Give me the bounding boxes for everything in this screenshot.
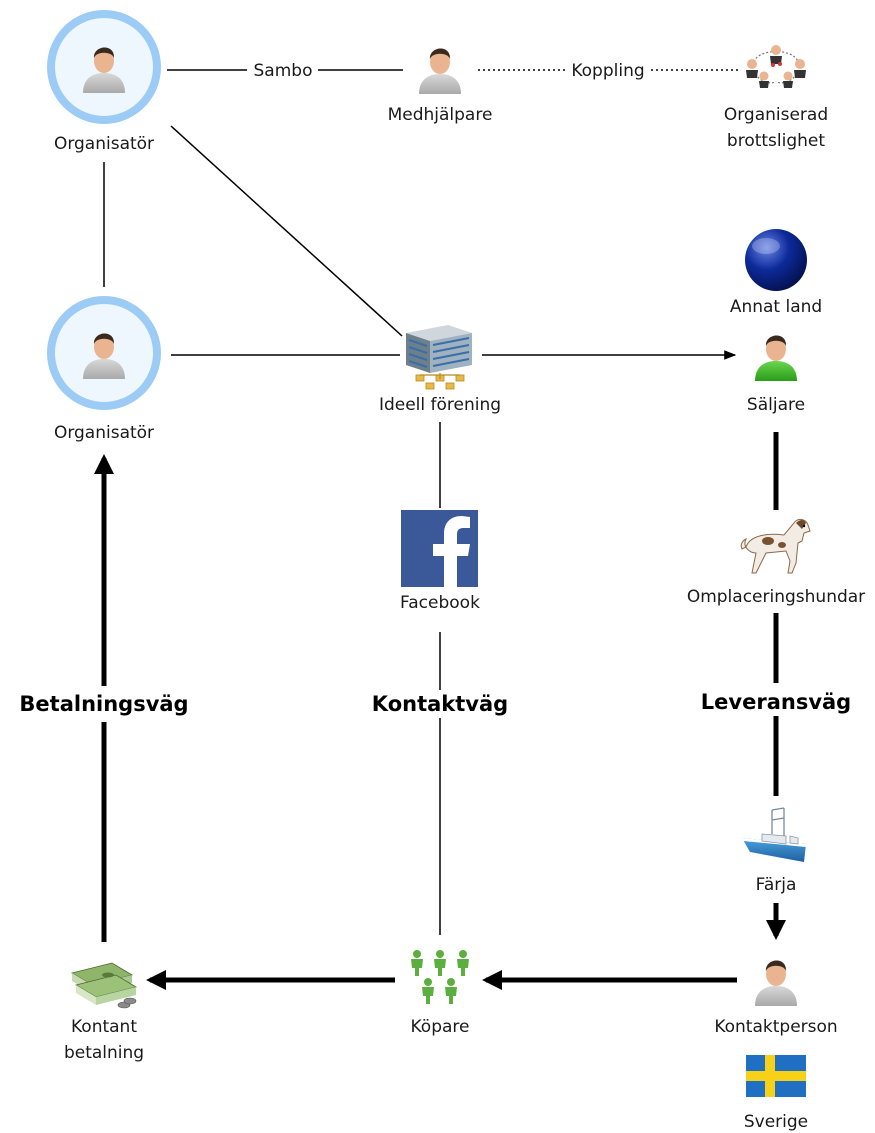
- node-organized-crime[interactable]: Organiserad brottslighet: [724, 45, 828, 151]
- globe-icon: [745, 229, 807, 291]
- path-title-contact: Kontaktväg: [372, 692, 508, 716]
- node-seller[interactable]: Säljare: [747, 335, 805, 415]
- path-title-delivery: Leveransväg: [701, 690, 851, 714]
- node-facebook[interactable]: Facebook: [400, 510, 480, 613]
- person-icon: [755, 335, 797, 381]
- node-organizer-top[interactable]: Organisatör: [47, 10, 161, 154]
- other-country-label: Annat land: [730, 297, 822, 317]
- organized-crime-label-2: brottslighet: [727, 131, 825, 151]
- group-of-people-icon: [411, 950, 469, 1004]
- node-cash-payment[interactable]: Kontant betalning: [64, 962, 144, 1063]
- facebook-f-glyph: [433, 516, 470, 587]
- swedish-flag-icon: [746, 1055, 806, 1097]
- node-organizer-mid[interactable]: Organisatör: [47, 296, 161, 443]
- node-ferry[interactable]: Färja: [742, 807, 806, 895]
- node-accomplice[interactable]: Medhjälpare: [388, 48, 493, 125]
- person-icon: [419, 48, 461, 94]
- path-title-payment: Betalningsväg: [19, 692, 188, 716]
- ferry-label: Färja: [756, 875, 797, 895]
- node-buyers[interactable]: Köpare: [411, 950, 470, 1037]
- edge-label-sambo: Sambo: [254, 61, 313, 81]
- cash-label-1: Kontant: [71, 1017, 137, 1037]
- node-other-country[interactable]: Annat land: [730, 229, 822, 317]
- node-nonprofit[interactable]: Ideell förening: [379, 325, 501, 415]
- node-rehoming-dogs[interactable]: Omplaceringshundar: [687, 518, 865, 607]
- organization-building-icon: [406, 325, 472, 390]
- rehoming-dogs-label: Omplaceringshundar: [687, 587, 865, 607]
- organizer-top-label: Organisatör: [54, 134, 154, 154]
- contact-person-label: Kontaktperson: [714, 1017, 837, 1037]
- person-icon: [755, 960, 797, 1006]
- seller-label: Säljare: [747, 395, 805, 415]
- globe-highlight: [752, 238, 780, 254]
- edge-organizer-nonprofit-diagonal: [170, 125, 403, 337]
- accomplice-label: Medhjälpare: [388, 105, 493, 125]
- dog-icon: [740, 518, 811, 574]
- money-icon: [70, 962, 138, 1009]
- sweden-label: Sverige: [744, 1112, 808, 1132]
- buyers-label: Köpare: [411, 1017, 470, 1037]
- edges: [94, 69, 786, 990]
- edge-label-koppling: Koppling: [571, 61, 644, 81]
- node-contact-person[interactable]: Kontaktperson: [714, 960, 838, 1037]
- organized-crime-label-1: Organiserad: [724, 105, 828, 125]
- cash-label-2: betalning: [64, 1043, 144, 1063]
- nonprofit-label: Ideell förening: [379, 395, 501, 415]
- organizer-mid-label: Organisatör: [54, 423, 154, 443]
- crime-network-icon: [746, 45, 806, 88]
- facebook-label: Facebook: [400, 593, 480, 613]
- ship-icon: [742, 807, 806, 862]
- node-sweden[interactable]: Sverige: [744, 1055, 808, 1132]
